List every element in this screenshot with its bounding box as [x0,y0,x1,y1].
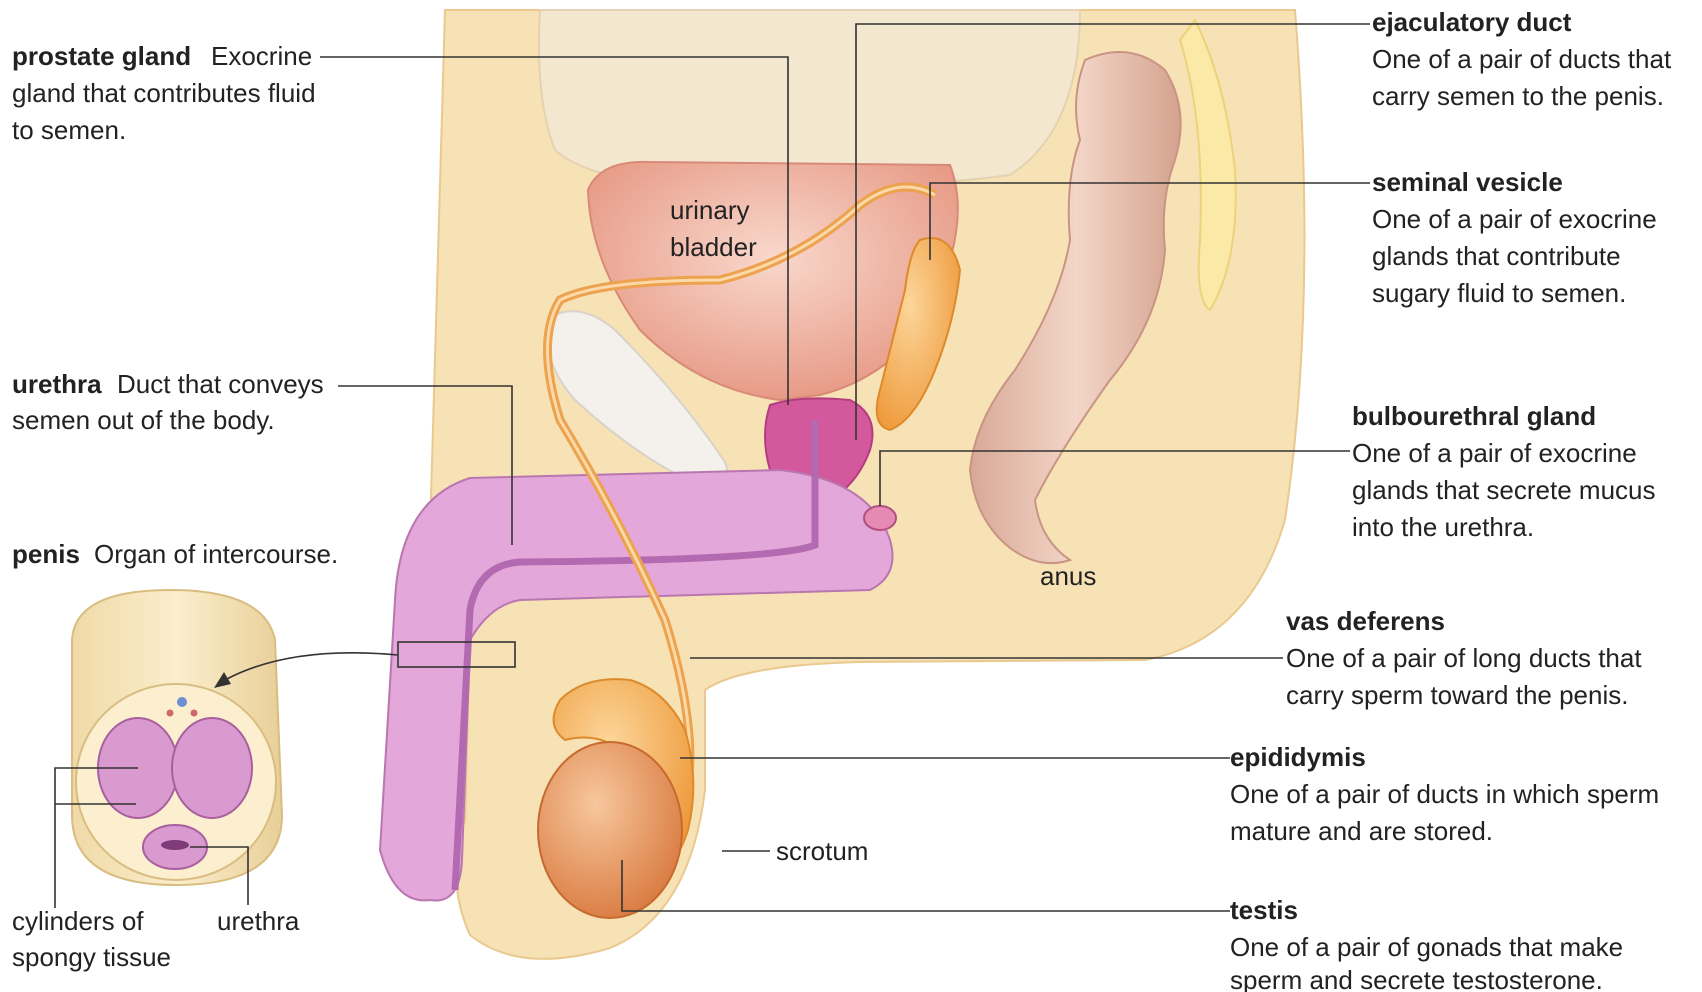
cross-urethra-label: urethra [217,906,300,936]
blood-vessel-small-2 [191,710,198,717]
scrotum-label: scrotum [776,836,868,866]
testis-desc-1: One of a pair of gonads that make [1230,932,1623,962]
penis-cross-section [72,590,282,885]
penis-desc: Organ of intercourse. [94,539,338,569]
right-cylinder [172,718,252,818]
testis-desc-2: sperm and secrete testosterone. [1230,965,1603,992]
bulbourethral-gland [864,506,896,530]
prostate-desc-1: Exocrine [211,41,312,71]
cylinders-label-2: spongy tissue [12,942,171,972]
anus-label: anus [1040,561,1096,591]
urethra-term: urethra [12,369,102,399]
blood-vessel-small [167,710,174,717]
prostate-desc-3: to semen. [12,115,126,145]
pelvic-bone [539,10,1080,186]
testis [538,742,682,918]
vas-term: vas deferens [1286,606,1445,636]
prostate-desc-2: gland that contributes fluid [12,78,316,108]
ejaculatory-desc-2: carry semen to the penis. [1372,81,1664,111]
seminal-desc-3: sugary fluid to semen. [1372,278,1626,308]
epididymis-desc-2: mature and are stored. [1230,816,1493,846]
bulbourethral-term: bulbourethral gland [1352,401,1596,431]
anatomy-illustration [380,10,1304,959]
epididymis-term: epididymis [1230,742,1366,772]
prostate-term: prostate gland [12,41,191,71]
ejaculatory-term: ejaculatory duct [1372,7,1572,37]
vas-desc-2: carry sperm toward the penis. [1286,680,1628,710]
penis-term: penis [12,539,80,569]
bladder-label-2: bladder [670,232,757,262]
bulbourethral-desc-1: One of a pair of exocrine [1352,438,1637,468]
testis-leader [622,860,1230,911]
ejaculatory-desc-1: One of a pair of ducts that [1372,44,1672,74]
urethra-lumen [161,840,189,850]
urethra-desc-1: Duct that conveys [117,369,324,399]
testis-term: testis [1230,895,1298,925]
bladder-label-1: urinary [670,195,749,225]
bulbourethral-desc-2: glands that secrete mucus [1352,475,1656,505]
seminal-term: seminal vesicle [1372,167,1563,197]
epididymis-desc-1: One of a pair of ducts in which sperm [1230,779,1659,809]
seminal-desc-2: glands that contribute [1372,241,1621,271]
vas-desc-1: One of a pair of long ducts that [1286,643,1642,673]
blood-vessel [177,697,187,707]
cylinders-label-1: cylinders of [12,906,144,936]
seminal-desc-1: One of a pair of exocrine [1372,204,1657,234]
bulbourethral-desc-3: into the urethra. [1352,512,1534,542]
urethra-desc-2: semen out of the body. [12,405,275,435]
